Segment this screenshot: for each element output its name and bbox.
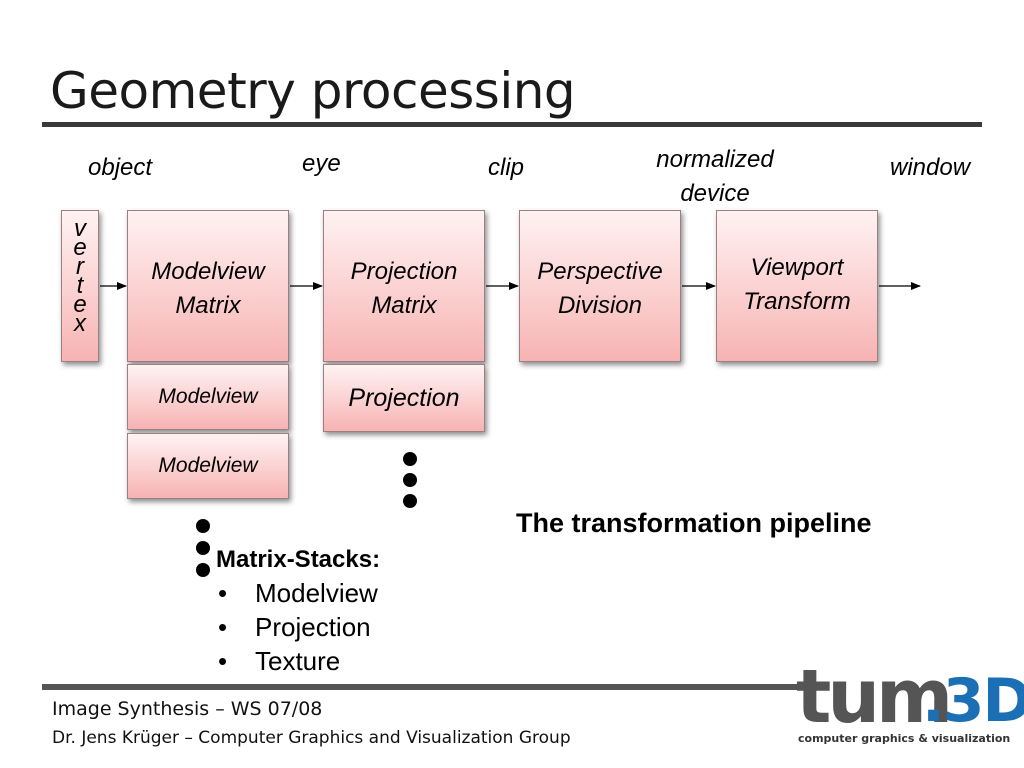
perspective-division-box: Perspective Division: [519, 210, 681, 362]
modelview-stack-box-2: Modelview: [127, 433, 289, 499]
vertex-letter: r: [76, 253, 84, 280]
vertex-letter: t: [76, 272, 84, 299]
modelview-stack-box-1: Modelview: [127, 364, 289, 430]
logo-suffix: .3D: [922, 666, 1024, 736]
list-item: Texture: [216, 644, 380, 678]
title-rule: [42, 122, 982, 127]
matrix-stacks-list: Matrix-Stacks: Modelview Projection Text…: [216, 544, 380, 678]
footer-author: Dr. Jens Krüger – Computer Graphics and …: [52, 728, 571, 748]
label-normalized-device: normalized device: [656, 146, 774, 207]
vertex-letter: e: [73, 291, 87, 318]
list-item: Modelview: [216, 576, 380, 610]
pipeline-caption: The transformation pipeline: [516, 508, 872, 538]
footer-course: Image Synthesis – WS 07/08: [52, 698, 323, 720]
vertex-box: v e r t e x: [61, 210, 99, 362]
tum3d-logo: tum .3D computer graphics & visualizatio…: [796, 654, 1024, 760]
projection-matrix-box: Projection Matrix: [323, 210, 485, 362]
vertex-letter: e: [73, 234, 87, 261]
vertex-letter: v: [74, 215, 86, 242]
projection-stack-label: Projection: [348, 384, 460, 412]
projection-matrix-label: Projection Matrix: [350, 258, 458, 319]
label-window: window: [890, 154, 971, 181]
viewport-transform-box: Viewport Transform: [716, 210, 878, 362]
slide-title: Geometry processing: [50, 62, 576, 120]
list-item: Projection: [216, 610, 380, 644]
label-eye: eye: [302, 150, 341, 177]
modelview-matrix-box: Modelview Matrix: [127, 210, 289, 362]
label-object: object: [88, 154, 153, 181]
label-clip: clip: [488, 154, 525, 181]
footer-rule: [42, 684, 812, 690]
viewport-transform-label: Viewport Transform: [743, 254, 851, 315]
logo-subtitle: computer graphics & visualization: [798, 732, 1011, 745]
projection-stack-box: Projection: [323, 364, 485, 432]
vertex-letter: x: [74, 310, 86, 337]
logo-mark: tum: [796, 654, 953, 740]
modelview-matrix-label: Modelview Matrix: [151, 258, 265, 319]
modelview-stack-label: Modelview: [158, 385, 258, 408]
perspective-division-label: Perspective Division: [537, 258, 663, 319]
matrix-stacks-title: Matrix-Stacks:: [216, 546, 381, 573]
modelview-stack-label: Modelview: [158, 454, 258, 477]
